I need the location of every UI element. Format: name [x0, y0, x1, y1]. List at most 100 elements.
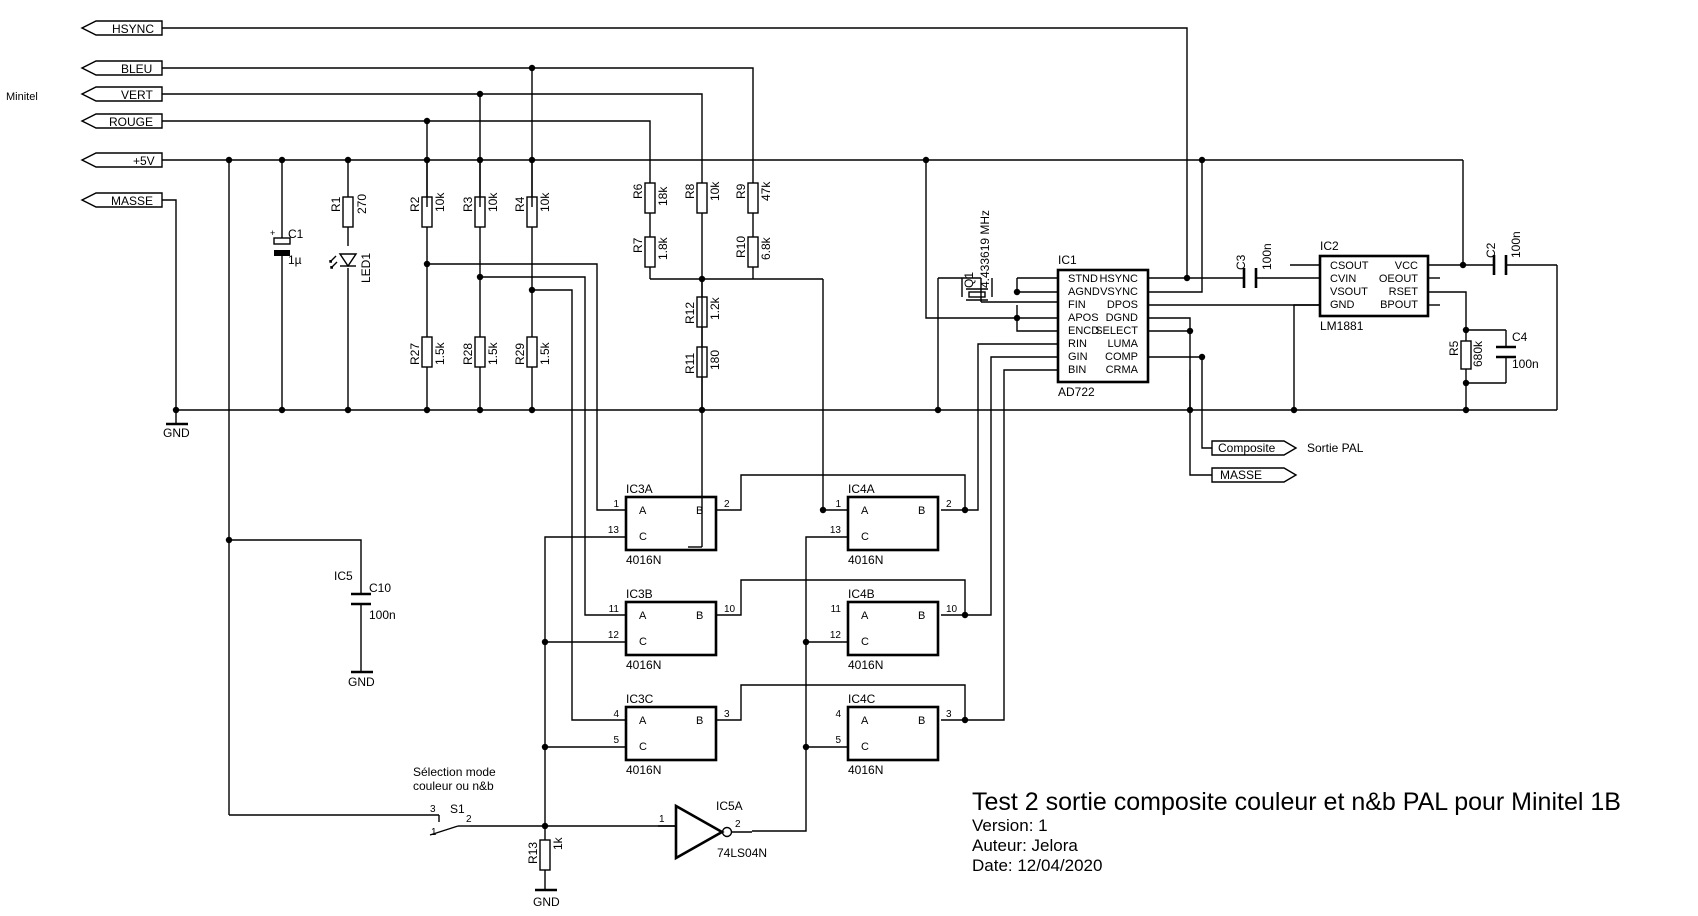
resistor-r2: R2 10k [408, 192, 447, 228]
pin-label: LUMA [1107, 338, 1138, 350]
component-ref: R6 [631, 183, 645, 199]
port-label: BLEU [121, 62, 152, 76]
port-composite: Composite Sortie PAL [1211, 440, 1364, 456]
component-value: LM1881 [1320, 319, 1364, 333]
schematic-author: Auteur: Jelora [972, 836, 1078, 855]
component-value: 1.5k [433, 341, 447, 365]
pin-label: HSYNC [1099, 273, 1138, 285]
gate-body [846, 600, 940, 657]
port-masse: MASSE [80, 192, 163, 208]
gate-pin-a: A [861, 505, 869, 517]
gate-pin-c: C [861, 531, 869, 543]
component-ref: IC5A [716, 799, 743, 813]
component-value: 1.2k [708, 296, 722, 320]
component-ref: C4 [1512, 330, 1528, 344]
component-ref: R4 [513, 196, 527, 212]
component-ref: C2 [1484, 242, 1498, 258]
component-ref: LED1 [359, 253, 373, 283]
gate-value: 4016N [848, 658, 883, 672]
gate-pin-b: B [918, 505, 925, 517]
pin-number: 12 [830, 630, 842, 641]
pin-number: 3 [724, 709, 730, 720]
pin-label: DGND [1106, 312, 1138, 324]
port-masse-out: MASSE [1211, 467, 1298, 483]
resistor-r8: R8 10k [683, 181, 722, 214]
pin-label: APOS [1068, 312, 1099, 324]
junctions [172, 64, 1470, 830]
component-ref: R9 [734, 183, 748, 199]
ic2-lm1881: IC2 LM1881 CSOUT CVIN VSOUT GND VCC OEOU… [1318, 239, 1430, 333]
component-ref: R11 [683, 353, 697, 374]
pin-label: BPOUT [1380, 299, 1418, 311]
gate-body [846, 705, 940, 762]
gate-pin-b: B [696, 610, 703, 622]
pin-number: 13 [830, 525, 842, 536]
pin-number: 12 [608, 630, 620, 641]
component-ref: R5 [1447, 340, 1461, 356]
pin-number: 5 [613, 735, 619, 746]
gate-pin-c: C [639, 636, 647, 648]
sortie-pal-label: Sortie PAL [1307, 441, 1364, 455]
gate-value: 4016N [626, 553, 661, 567]
component-ref: IC5 [334, 569, 353, 583]
led-icon: LED1 [329, 253, 373, 283]
pin-number: 11 [609, 604, 620, 615]
pin-label: COMP [1105, 351, 1138, 363]
component-value: 100n [1509, 231, 1523, 258]
component-value: 270 [355, 194, 369, 214]
component-value: 100n [369, 608, 396, 622]
component-value: 1.5k [486, 341, 500, 365]
component-ref: R29 [513, 343, 527, 365]
pin-number: 4 [613, 709, 619, 720]
pin-number: 11 [831, 604, 842, 615]
component-ref: IC2 [1320, 239, 1339, 253]
pin-number: 13 [608, 525, 620, 536]
gate-pin-b: B [918, 610, 925, 622]
gate-ref: IC4C [848, 692, 876, 706]
capacitor-c1: + C1 1µ [270, 227, 304, 267]
svg-text:+: + [270, 228, 275, 238]
pin-number: 3 [946, 709, 952, 720]
resistor-r5: R5 680k [1447, 340, 1485, 370]
gate-ref: IC4B [848, 587, 875, 601]
gate-pin-c: C [861, 741, 869, 753]
component-ref: R3 [461, 196, 475, 212]
component-value: 680k [1471, 340, 1485, 367]
port-label: Composite [1218, 441, 1276, 455]
pin-label: DPOS [1107, 299, 1138, 311]
gate-ref: IC3C [626, 692, 654, 706]
ic1-ad722: IC1 AD722 STND AGND FIN APOS ENCD RIN GI… [1056, 253, 1150, 399]
gnd-symbol-c10: GND [348, 670, 375, 689]
pin-number: 3 [430, 804, 436, 815]
component-ref: R12 [683, 302, 697, 324]
gate-value: 4016N [626, 658, 661, 672]
component-ref: R13 [526, 842, 540, 864]
pin-number: 2 [724, 499, 730, 510]
capacitor-c10: IC5 C10 100n [334, 569, 396, 622]
pin-label: CSOUT [1330, 260, 1369, 272]
capacitor-c3: C3 100n [1234, 243, 1274, 288]
component-value: 180 [708, 350, 722, 370]
resistor-r3: R3 10k [461, 192, 500, 228]
gate-body [624, 705, 718, 762]
port-label: HSYNC [112, 22, 154, 36]
pin-number: 1 [613, 499, 619, 510]
resistor-r13: R13 1k [526, 836, 565, 871]
port-hsync: HSYNC [80, 20, 163, 36]
component-value: 1.5k [538, 341, 552, 365]
port-vert: VERT [80, 86, 163, 102]
component-ref: R7 [631, 237, 645, 253]
port-rouge: ROUGE [80, 113, 163, 129]
schematic-date: Date: 12/04/2020 [972, 856, 1102, 875]
resistor-r7: R7 1.8k [631, 236, 670, 268]
component-value: 10k [486, 192, 500, 212]
resistor-r12: R12 1.2k [683, 296, 722, 328]
port-label: +5V [133, 154, 155, 168]
capacitor-c2: C2 100n [1484, 231, 1523, 275]
pin-label: RIN [1068, 338, 1087, 350]
